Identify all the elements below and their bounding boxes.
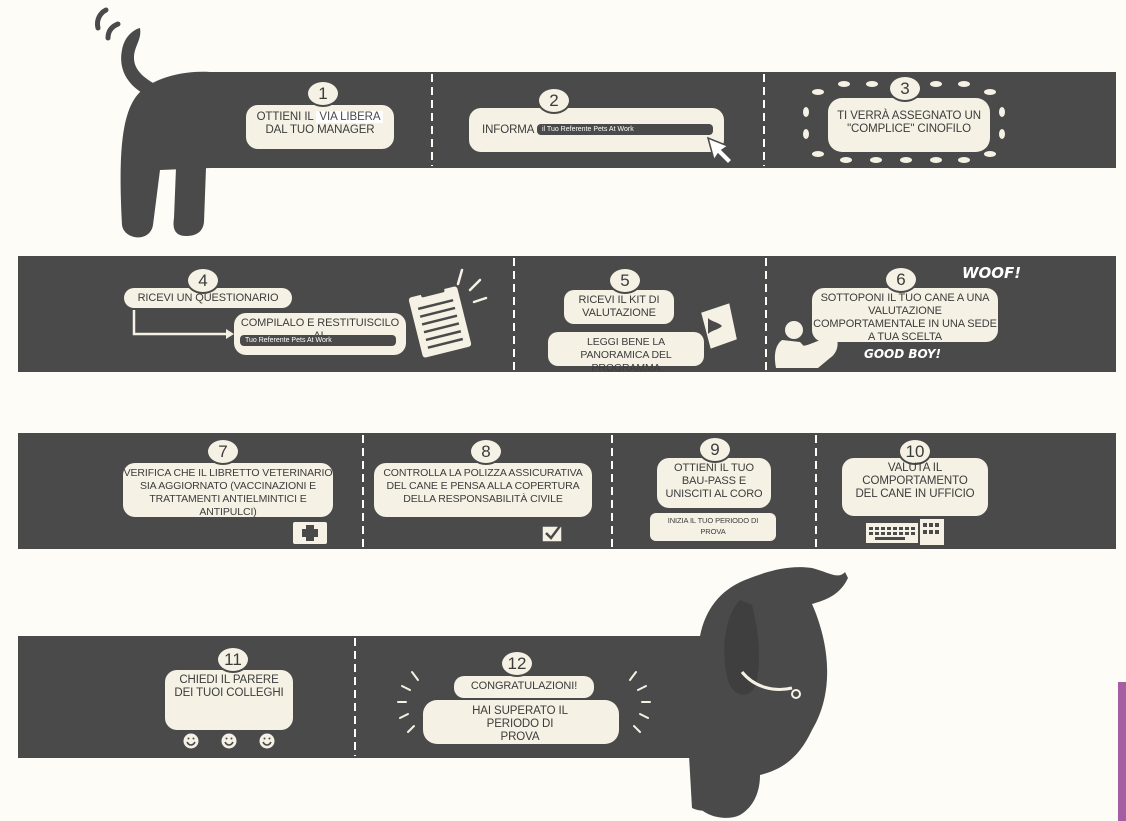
step-8-number: 8 xyxy=(469,438,503,465)
step-2-text: INFORMA xyxy=(482,124,534,137)
step-5-number: 5 xyxy=(608,267,642,294)
step-2-number: 2 xyxy=(537,87,571,114)
step-1-highlight: VIA LIBERA xyxy=(316,111,383,123)
step-8-text: CONTROLLA LA POLIZZA ASSICURATIVA DEL CA… xyxy=(374,467,592,506)
step-5-sub: LEGGI BENE LA PANORAMICA DEL PROGRAMMA xyxy=(552,336,700,375)
accent-bar xyxy=(1118,682,1126,821)
step-11-text: CHIEDI IL PARERE DEI TUOI COLLEGHI xyxy=(172,674,286,700)
step-3-number: 3 xyxy=(888,75,922,102)
step-1-line2: DAL TUO MANAGER xyxy=(265,124,374,136)
step-12-text: CONGRATULAZIONI! xyxy=(454,680,594,693)
step-10-number: 10 xyxy=(898,438,932,465)
step-12-number: 12 xyxy=(500,650,534,677)
wag-lines-icon xyxy=(97,10,118,38)
step-9-text: OTTIENI IL TUO BAU-PASS E UNISCITI AL CO… xyxy=(662,462,766,501)
first-aid-icon xyxy=(293,522,327,544)
step-4-number: 4 xyxy=(186,267,220,294)
step-11-number: 11 xyxy=(216,646,250,673)
dog-front-silhouette xyxy=(18,567,848,818)
step-2-referent-tag: il Tuo Referente Pets At Work xyxy=(537,124,713,135)
step-1-text: OTTIENI IL VIA LIBERA DAL TUO MANAGER xyxy=(246,111,394,137)
step-9-number: 9 xyxy=(698,436,732,463)
checkbox-icon xyxy=(542,526,562,542)
step-7-number: 7 xyxy=(206,438,240,465)
step-3-text: TI VERRÀ ASSEGNATO UN "COMPLICE" CINOFIL… xyxy=(836,110,982,136)
step-10-text: VALUTA IL COMPORTAMENTO DEL CANE IN UFFI… xyxy=(850,462,980,501)
step-4-text: RICEVI UN QUESTIONARIO xyxy=(124,292,292,305)
step-4-referent-tag: Tuo Referente Pets At Work xyxy=(240,335,396,346)
woof-text: WOOF! xyxy=(962,264,1021,282)
step-9-sub: INIZIA IL TUO PERIODO DI PROVA xyxy=(660,515,766,537)
step-1-line1: OTTIENI IL xyxy=(257,111,314,123)
step-7-text: VERIFICA CHE IL LIBRETTO VETERINARIO SIA… xyxy=(123,467,333,519)
goodboy-text: GOOD BOY! xyxy=(864,347,941,361)
step-6-text: SOTTOPONI IL TUO CANE A UNA VALUTAZIONE … xyxy=(812,292,998,344)
step-1-number: 1 xyxy=(306,80,340,107)
step-12-sub: HAI SUPERATO IL PERIODO DI PROVA xyxy=(470,705,570,744)
step-6-number: 6 xyxy=(884,266,918,293)
step-5-text: RICEVI IL KIT DI VALUTAZIONE xyxy=(564,294,674,320)
